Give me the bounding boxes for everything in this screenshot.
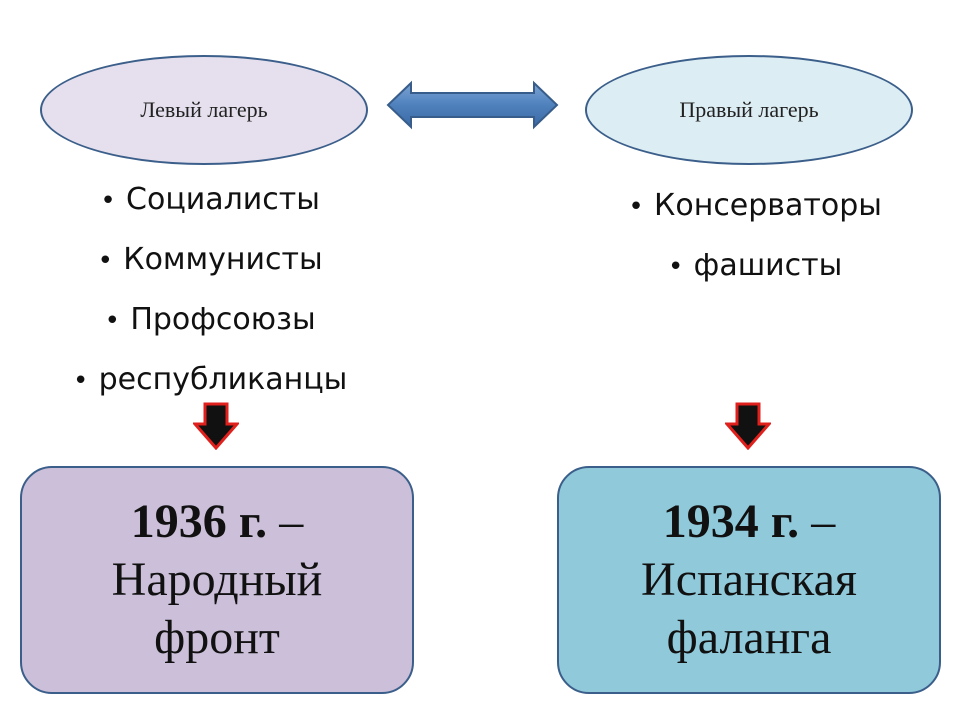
left-camp-label: Левый лагерь [140, 97, 268, 122]
left-result-line3: фронт [154, 611, 280, 664]
list-item-text: Социалисты [126, 182, 320, 217]
left-result-dash: – [267, 495, 304, 548]
right-camp-list: • Консерваторы • фашисты [560, 176, 940, 296]
list-item: • Социалисты [0, 170, 410, 230]
left-result-line2: Народный [111, 553, 323, 606]
list-item: • Коммунисты [0, 230, 410, 290]
list-item-text: Консерваторы [654, 188, 882, 223]
right-camp-ellipse: Правый лагерь [585, 55, 913, 165]
popular-front-box: 1936 г. – Народный фронт [20, 466, 414, 694]
bullet-icon: • [628, 192, 644, 222]
list-item-text: Профсоюзы [130, 302, 316, 337]
right-result-line2: Испанская [641, 553, 857, 606]
bullet-icon: • [100, 186, 116, 216]
right-down-arrow-icon [725, 402, 771, 450]
list-item-text: фашисты [693, 248, 843, 283]
list-item-text: Коммунисты [123, 242, 323, 277]
bullet-icon: • [97, 246, 113, 276]
list-item: • фашисты [560, 236, 940, 296]
left-camp-list: •Социалисты •Коммунисты •Профсоюзы •респ… [0, 170, 410, 410]
left-result-line1: 1936 г. – [131, 493, 303, 551]
list-item: • Консерваторы [560, 176, 940, 236]
right-result-line1: 1934 г. – [663, 493, 835, 551]
double-arrow-icon [386, 80, 559, 130]
right-result-line3: фаланга [666, 611, 832, 664]
list-item: • республиканцы [0, 350, 410, 410]
bullet-icon: • [104, 306, 120, 336]
right-result-year: 1934 г. [662, 495, 800, 548]
spanish-falange-box: 1934 г. – Испанская фаланга [557, 466, 941, 694]
left-down-arrow-icon [193, 402, 239, 450]
list-item-text: республиканцы [98, 362, 348, 397]
bullet-icon: • [72, 366, 89, 396]
left-camp-ellipse: Левый лагерь [40, 55, 368, 165]
bullet-icon: • [668, 252, 684, 282]
list-item: • Профсоюзы [0, 290, 410, 350]
right-camp-label: Правый лагерь [679, 97, 819, 122]
right-result-dash: – [799, 495, 836, 548]
left-result-year: 1936 г. [130, 495, 268, 548]
